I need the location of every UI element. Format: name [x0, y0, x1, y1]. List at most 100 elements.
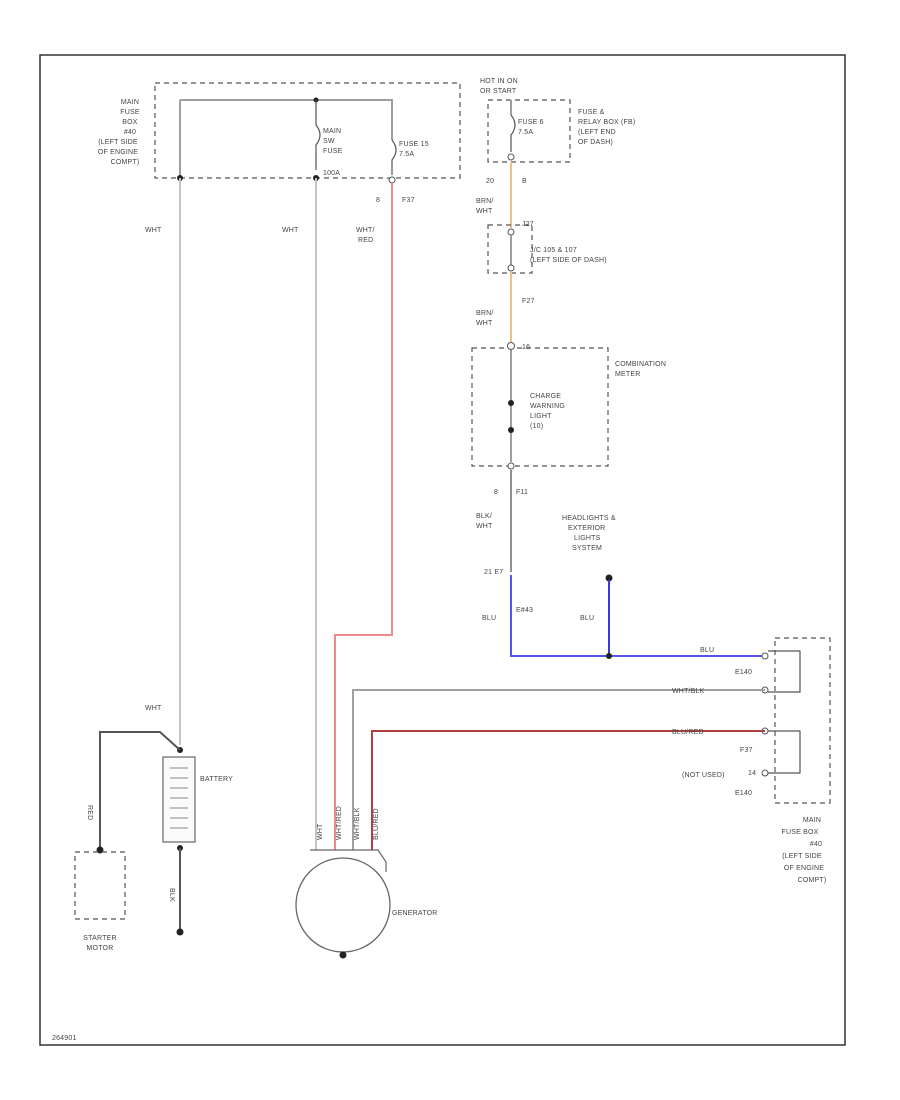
svg-text:EXTERIOR: EXTERIOR: [568, 525, 605, 532]
svg-text:SW: SW: [323, 138, 335, 145]
not-used-label: (NOT USED): [682, 772, 725, 779]
svg-text:STARTER: STARTER: [83, 935, 116, 942]
jc-105-107-box: [487, 224, 533, 274]
pin-14-label: 14: [748, 770, 756, 777]
pin-f37-top-label: 8 F37: [376, 197, 415, 204]
svg-text:BOX: BOX: [122, 119, 138, 126]
svg-text:OF DASH): OF DASH): [578, 139, 613, 146]
svg-text:COMPT): COMPT): [798, 877, 827, 884]
combination-meter-label: COMBINATION METER: [615, 361, 666, 378]
main-sw-fuse-label: MAIN SW FUSE 100A: [323, 128, 343, 177]
svg-text:#40: #40: [124, 129, 136, 136]
connector-pin-icon: [761, 652, 769, 660]
wire-label-blu-red: BLU/RED: [672, 729, 704, 736]
svg-text:METER: METER: [615, 371, 641, 378]
pin-16-label: 16: [522, 344, 530, 351]
svg-text:FUSE: FUSE: [323, 148, 343, 155]
wire-label-wht-red: WHT/ RED: [356, 227, 374, 244]
svg-text:FUSE 6: FUSE 6: [518, 119, 544, 126]
wire-label-blk: BLK: [168, 888, 175, 902]
headlights-system-label: HEADLIGHTS & EXTERIOR LIGHTS SYSTEM: [562, 515, 616, 552]
connector-pin-icon: [507, 228, 515, 236]
svg-text:FUSE &: FUSE &: [578, 109, 605, 116]
wire-blu-main: [510, 575, 765, 657]
svg-text:CHARGE: CHARGE: [530, 393, 561, 400]
main-fuse-box-bottom-label: MAIN FUSE BOX #40 (LEFT SIDE OF ENGINE C…: [782, 817, 827, 884]
connector-pin-icon: [507, 342, 515, 350]
svg-text:B: B: [522, 178, 527, 185]
wire-label-blk-wht: BLK/ WHT: [476, 513, 493, 530]
main-sw-fuse-icon: [315, 100, 321, 170]
wire-label-wht-left: WHT: [145, 227, 162, 234]
pin-20-b-label: 20 B: [486, 178, 527, 185]
e140-label-b: E140: [735, 790, 752, 797]
pin-j27-label: J27: [522, 221, 534, 228]
svg-text:FUSE: FUSE: [120, 109, 140, 116]
wire-label-brn-wht-2: BRN/ WHT: [476, 310, 493, 327]
wire-label-e43: E#43: [516, 607, 533, 614]
fuse-relay-box-label: FUSE & RELAY BOX (FB) (LEFT END OF DASH): [578, 109, 635, 146]
wire-blu-red: [371, 730, 765, 850]
pin-f37-label: F37: [740, 747, 753, 754]
wire-label-wht-blk: WHT/BLK: [672, 688, 705, 695]
svg-text:7.5A: 7.5A: [399, 151, 414, 158]
fuse-15-icon: [391, 139, 397, 175]
main-fuse-box-top: [154, 82, 461, 179]
svg-text:FUSE 15: FUSE 15: [399, 141, 429, 148]
svg-text:BRN/: BRN/: [476, 198, 494, 205]
headlights-connector-dot: [605, 574, 613, 582]
pin-f27-label: F27: [522, 298, 535, 305]
svg-text:8: 8: [494, 489, 498, 496]
svg-text:WHT: WHT: [317, 823, 324, 840]
svg-text:HEADLIGHTS &: HEADLIGHTS &: [562, 515, 616, 522]
svg-text:RELAY BOX (FB): RELAY BOX (FB): [578, 119, 635, 126]
svg-text:8: 8: [376, 197, 380, 204]
jc-sub-label: (LEFT SIDE OF DASH): [530, 257, 607, 264]
hot-in-on-label: HOT IN ON OR START: [480, 78, 518, 95]
fuse-15-label: FUSE 15 7.5A: [399, 141, 429, 158]
fuse-6-icon: [510, 114, 516, 152]
wire-label-red: RED: [86, 805, 93, 820]
diagram-code: 264901: [52, 1035, 77, 1042]
svg-text:WHT: WHT: [476, 208, 493, 215]
svg-text:20: 20: [486, 178, 494, 185]
wire-label-blu-h: BLU: [700, 647, 714, 654]
connector-pin-icon: [507, 264, 515, 272]
svg-text:(10): (10): [530, 423, 543, 430]
svg-text:WHT: WHT: [476, 523, 493, 530]
main-fuse-box-bottom: [774, 637, 831, 804]
svg-text:MAIN: MAIN: [803, 817, 821, 824]
main-fuse-box-top-label: MAIN FUSE BOX #40 (LEFT SIDE OF ENGINE C…: [98, 99, 140, 166]
svg-text:#40: #40: [810, 841, 822, 848]
junction-dot: [606, 653, 612, 659]
wire-red-starter: [99, 731, 181, 848]
svg-text:WHT: WHT: [476, 320, 493, 327]
generator-ground-dot: [339, 951, 347, 959]
svg-text:SYSTEM: SYSTEM: [572, 545, 602, 552]
fuse-box-busbar: [180, 99, 393, 140]
svg-text:MAIN: MAIN: [121, 99, 139, 106]
pin-21-e7-label: 21 E7: [484, 569, 503, 576]
fuse-relay-box-fb: [487, 99, 571, 163]
pin-8-f11-label: 8 F11: [494, 489, 528, 496]
charge-warning-label: CHARGE WARNING LIGHT (10): [530, 393, 565, 430]
svg-text:F11: F11: [516, 489, 528, 496]
svg-text:COMBINATION: COMBINATION: [615, 361, 666, 368]
svg-text:BLK/: BLK/: [476, 513, 492, 520]
svg-text:LIGHTS: LIGHTS: [574, 535, 601, 542]
generator-label: GENERATOR: [392, 910, 438, 917]
svg-text:HOT IN ON: HOT IN ON: [480, 78, 518, 85]
svg-text:7.5A: 7.5A: [518, 129, 533, 136]
e140-label-a: E140: [735, 669, 752, 676]
svg-text:FUSE BOX: FUSE BOX: [782, 829, 819, 836]
battery-label: BATTERY: [200, 776, 233, 783]
svg-text:100A: 100A: [323, 170, 340, 177]
generator-wire-labels: WHT WHT/RED WHT/BLK BLU/RED: [317, 806, 380, 840]
svg-text:WHT/RED: WHT/RED: [336, 806, 343, 840]
starter-motor-label: STARTER MOTOR: [83, 935, 116, 952]
svg-text:WARNING: WARNING: [530, 403, 565, 410]
svg-text:F37: F37: [402, 197, 415, 204]
charge-warning-light-icon: [508, 400, 514, 406]
starter-motor-box: [74, 851, 126, 920]
